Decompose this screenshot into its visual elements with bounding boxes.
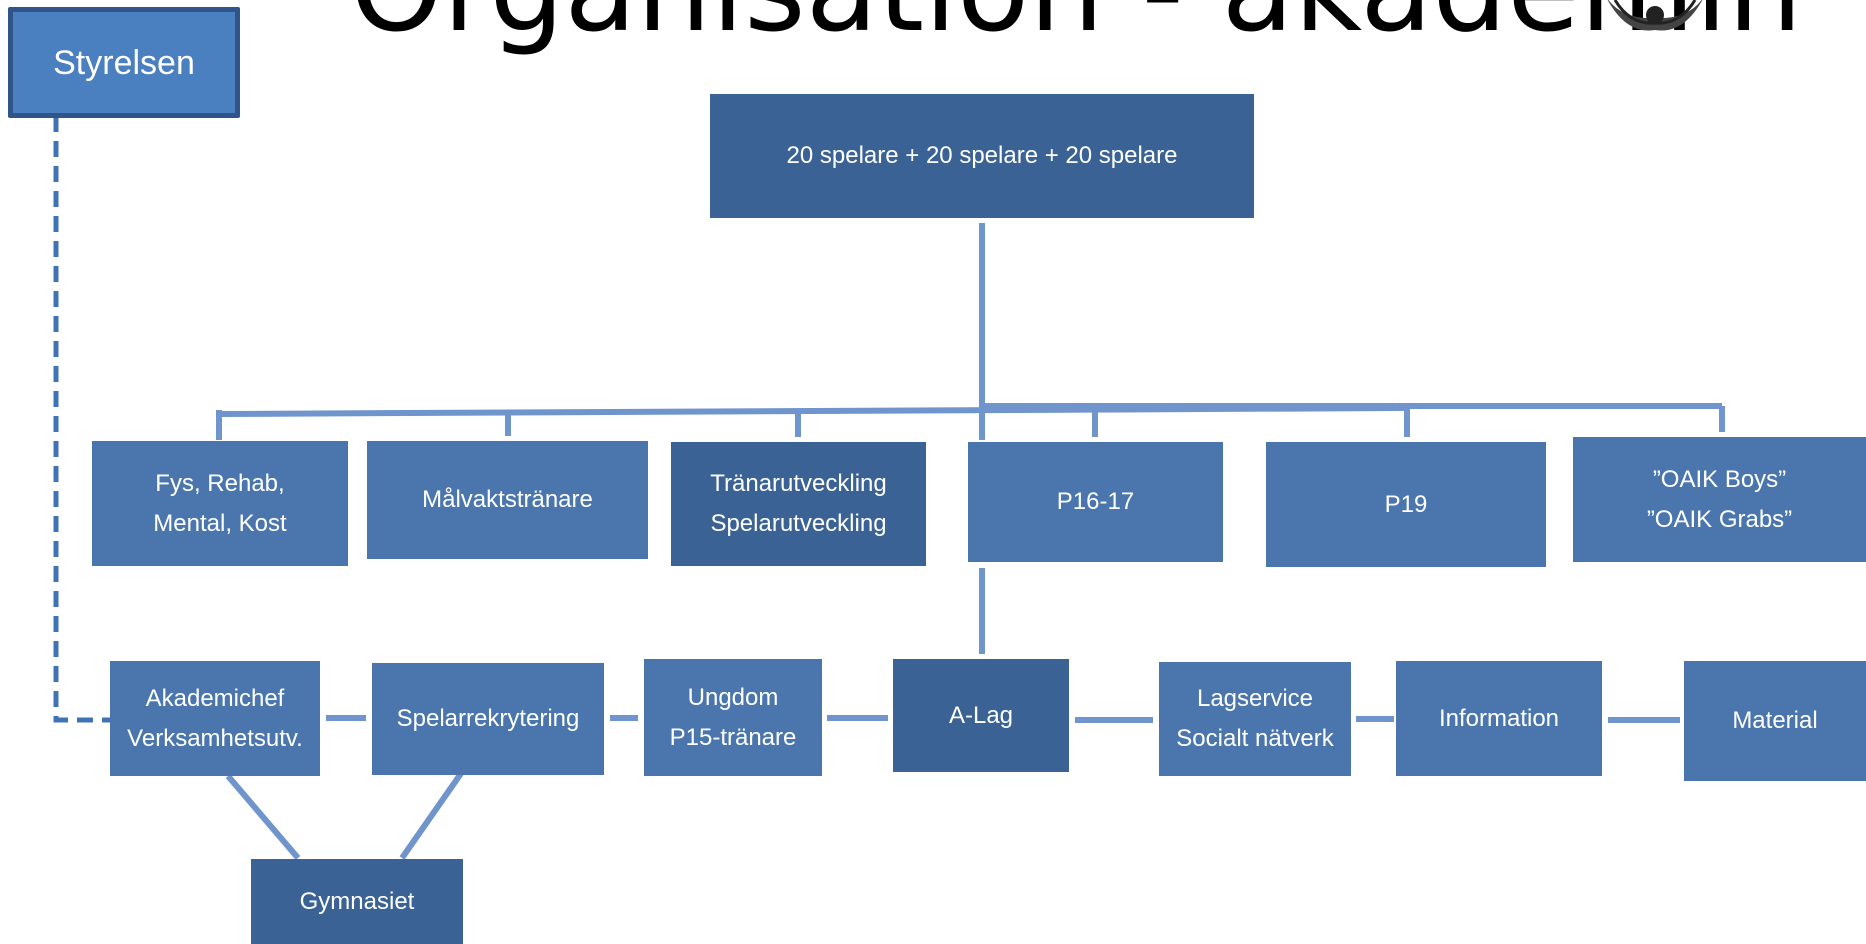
box-p16-17: P16-17 [968,442,1223,562]
box-tranarutveckling: Tränarutveckling Spelarutveckling [671,442,926,566]
box-material-label: Material [1732,707,1818,734]
page-title: Organisation - akademin [350,0,1802,48]
box-oaik-boys: ”OAIK Boys” ”OAIK Grabs” [1573,437,1866,562]
box-p19: P19 [1266,442,1546,567]
box-fys-rehab: Fys, Rehab, Mental, Kost [92,441,348,566]
styrelsen-label: Styrelsen [53,43,195,82]
box-spelarrekrytering-label: Spelarrekrytering [396,705,580,732]
box-a-lag: A-Lag [893,659,1069,772]
box-spelarrekrytering: Spelarrekrytering [372,663,604,775]
box-information-label: Information [1438,704,1560,732]
top-box: 20 spelare + 20 spelare + 20 spelare [710,94,1254,218]
box-akademichef-label: Akademichef Verksamhetsutv. [127,684,303,752]
box-gymnasiet-label: Gymnasiet [299,887,415,915]
box-oaik-boys-label: ”OAIK Boys” ”OAIK Grabs” [1646,465,1793,533]
logo-emblem [1607,0,1703,31]
box-p19-label: P19 [1384,490,1428,518]
box-gymnasiet: Gymnasiet [251,859,463,944]
box-lagservice: Lagservice Socialt nätverk [1159,662,1351,776]
styrelsen-box: Styrelsen [8,7,240,118]
box-tranarutveckling-label: Tränarutveckling Spelarutveckling [710,470,887,537]
box-p16-17-label: P16-17 [1056,488,1135,515]
box-lagservice-label: Lagservice Socialt nätverk [1176,685,1334,752]
box-material: Material [1684,661,1866,781]
box-fys-rehab-label: Fys, Rehab, Mental, Kost [153,469,287,537]
box-information: Information [1396,661,1602,776]
box-ungdom-p15-label: Ungdom P15-tränare [669,683,797,751]
box-ungdom-p15: Ungdom P15-tränare [644,659,822,776]
box-malvaktstranare-label: Målvaktstränare [422,486,593,513]
box-malvaktstranare: Målvaktstränare [367,441,648,559]
box-akademichef: Akademichef Verksamhetsutv. [110,661,320,776]
box-a-lag-label: A-Lag [948,701,1014,729]
top-box-label: 20 spelare + 20 spelare + 20 spelare [786,142,1178,169]
